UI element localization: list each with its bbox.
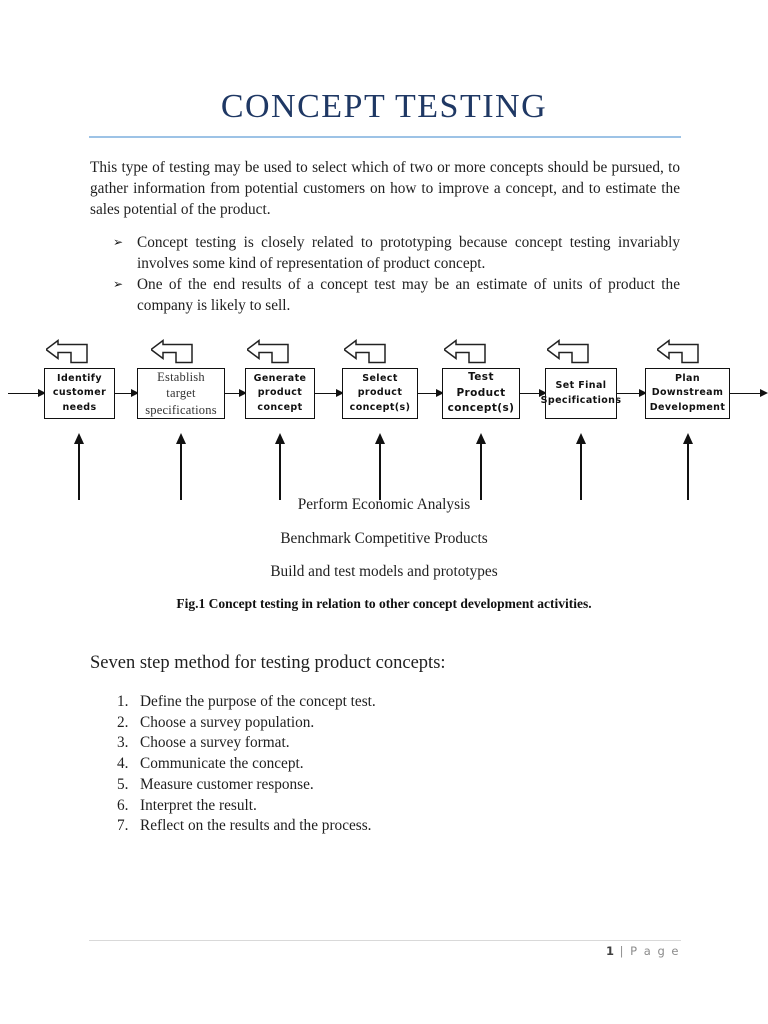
support-line: Perform Economic Analysis — [297, 496, 471, 513]
bullet-text: Concept testing is closely related to pr… — [137, 234, 680, 272]
intro-paragraph: This type of testing may be used to sele… — [90, 159, 680, 218]
page-footer: 1 | P a g e — [606, 944, 680, 958]
figure-support-lines: Perform Economic Analysis Benchmark Comp… — [0, 495, 768, 596]
flow-connector-arrow-icon — [520, 388, 547, 397]
return-arrow-icon — [151, 339, 193, 364]
return-arrow-icon — [657, 339, 699, 364]
flow-box: Select product concept(s) — [342, 368, 418, 419]
list-item-number: 1. — [117, 693, 129, 710]
flow-box: Set Final Specifications — [541, 368, 621, 419]
flow-connector-arrow-icon — [617, 388, 647, 397]
up-arrow-icon — [683, 433, 693, 500]
flow-step: Generate product concept — [245, 338, 315, 508]
up-arrow-icon — [176, 433, 186, 500]
list-item: 7. Reflect on the results and the proces… — [117, 816, 677, 837]
list-item-number: 2. — [117, 713, 129, 731]
page-label: | P a g e — [619, 944, 680, 958]
flow-connector-arrow-icon — [315, 388, 344, 397]
flow-step: Test Product concept(s) — [442, 338, 520, 508]
up-arrow-icon — [375, 433, 385, 500]
up-arrow-icon — [275, 433, 285, 500]
bullet-list: ➢ Concept testing is closely related to … — [113, 232, 680, 316]
section-heading: Seven step method for testing product co… — [90, 653, 446, 673]
list-item: ➢ One of the end results of a concept te… — [113, 274, 680, 316]
arrow-bullet-icon: ➢ — [113, 277, 124, 291]
flow-connector-arrow-icon — [115, 388, 139, 397]
flow-step: Set Final Specifications — [541, 338, 621, 508]
list-item-number: 5. — [117, 775, 129, 793]
list-item: 1. Define the purpose of the concept tes… — [117, 692, 677, 713]
list-item-text: Choose a survey population. — [140, 713, 315, 731]
return-arrow-icon — [46, 339, 88, 364]
flow-connector-arrow-icon — [225, 388, 247, 397]
list-item-text: Interpret the result. — [140, 796, 257, 814]
list-item-number: 4. — [117, 755, 129, 773]
flow-box: Plan Downstream Development — [645, 368, 730, 419]
flow-connector-arrow-icon — [418, 388, 444, 397]
figure-caption: Fig.1 Concept testing in relation to oth… — [176, 596, 592, 611]
return-arrow-icon — [344, 339, 386, 364]
flow-diagram: Identify customer needs Establish target… — [0, 338, 768, 508]
list-item: 4. Communicate the concept. — [117, 754, 677, 775]
flow-entry-arrow-icon — [8, 388, 46, 397]
return-arrow-icon — [444, 339, 486, 364]
support-line: Benchmark Competitive Products — [280, 529, 488, 547]
numbered-list: 1. Define the purpose of the concept tes… — [117, 692, 677, 837]
page-number: 1 — [605, 944, 615, 958]
list-item: 3. Choose a survey format. — [117, 733, 677, 754]
flow-step: Identify customer needs — [44, 338, 115, 508]
return-arrow-icon — [547, 339, 589, 364]
support-line: Build and test models and prototypes — [270, 563, 498, 580]
up-arrow-icon — [74, 433, 84, 500]
flow-box: Test Product concept(s) — [442, 368, 520, 419]
flow-exit-arrow-icon — [730, 388, 768, 397]
list-item: 2. Choose a survey population. — [117, 713, 677, 734]
list-item-text: Measure customer response. — [140, 775, 314, 793]
flow-box: Identify customer needs — [44, 368, 115, 419]
flow-step: Establish target specifications — [137, 338, 225, 508]
list-item: ➢ Concept testing is closely related to … — [113, 232, 680, 274]
page-title: CONCEPT TESTING — [220, 88, 548, 125]
return-arrow-icon — [247, 339, 289, 364]
list-item-text: Define the purpose of the concept test. — [140, 693, 376, 710]
list-item-text: Reflect on the results and the process. — [140, 817, 372, 835]
list-item-text: Choose a survey format. — [140, 734, 290, 752]
flow-step: Select product concept(s) — [342, 338, 418, 508]
list-item-text: Communicate the concept. — [140, 755, 304, 773]
list-item: 5. Measure customer response. — [117, 775, 677, 796]
list-item: 6. Interpret the result. — [117, 796, 677, 817]
list-item-number: 6. — [117, 796, 129, 814]
bullet-text: One of the end results of a concept test… — [137, 276, 680, 314]
footer-divider — [89, 940, 681, 941]
up-arrow-icon — [576, 433, 586, 500]
list-item-number: 7. — [117, 817, 129, 835]
flow-step: Plan Downstream Development — [645, 338, 730, 508]
list-item-number: 3. — [117, 734, 129, 752]
title-underline — [89, 136, 681, 138]
flow-box: Generate product concept — [245, 368, 315, 419]
flow-box: Establish target specifications — [137, 368, 225, 419]
arrow-bullet-icon: ➢ — [113, 235, 124, 249]
up-arrow-icon — [476, 433, 486, 500]
